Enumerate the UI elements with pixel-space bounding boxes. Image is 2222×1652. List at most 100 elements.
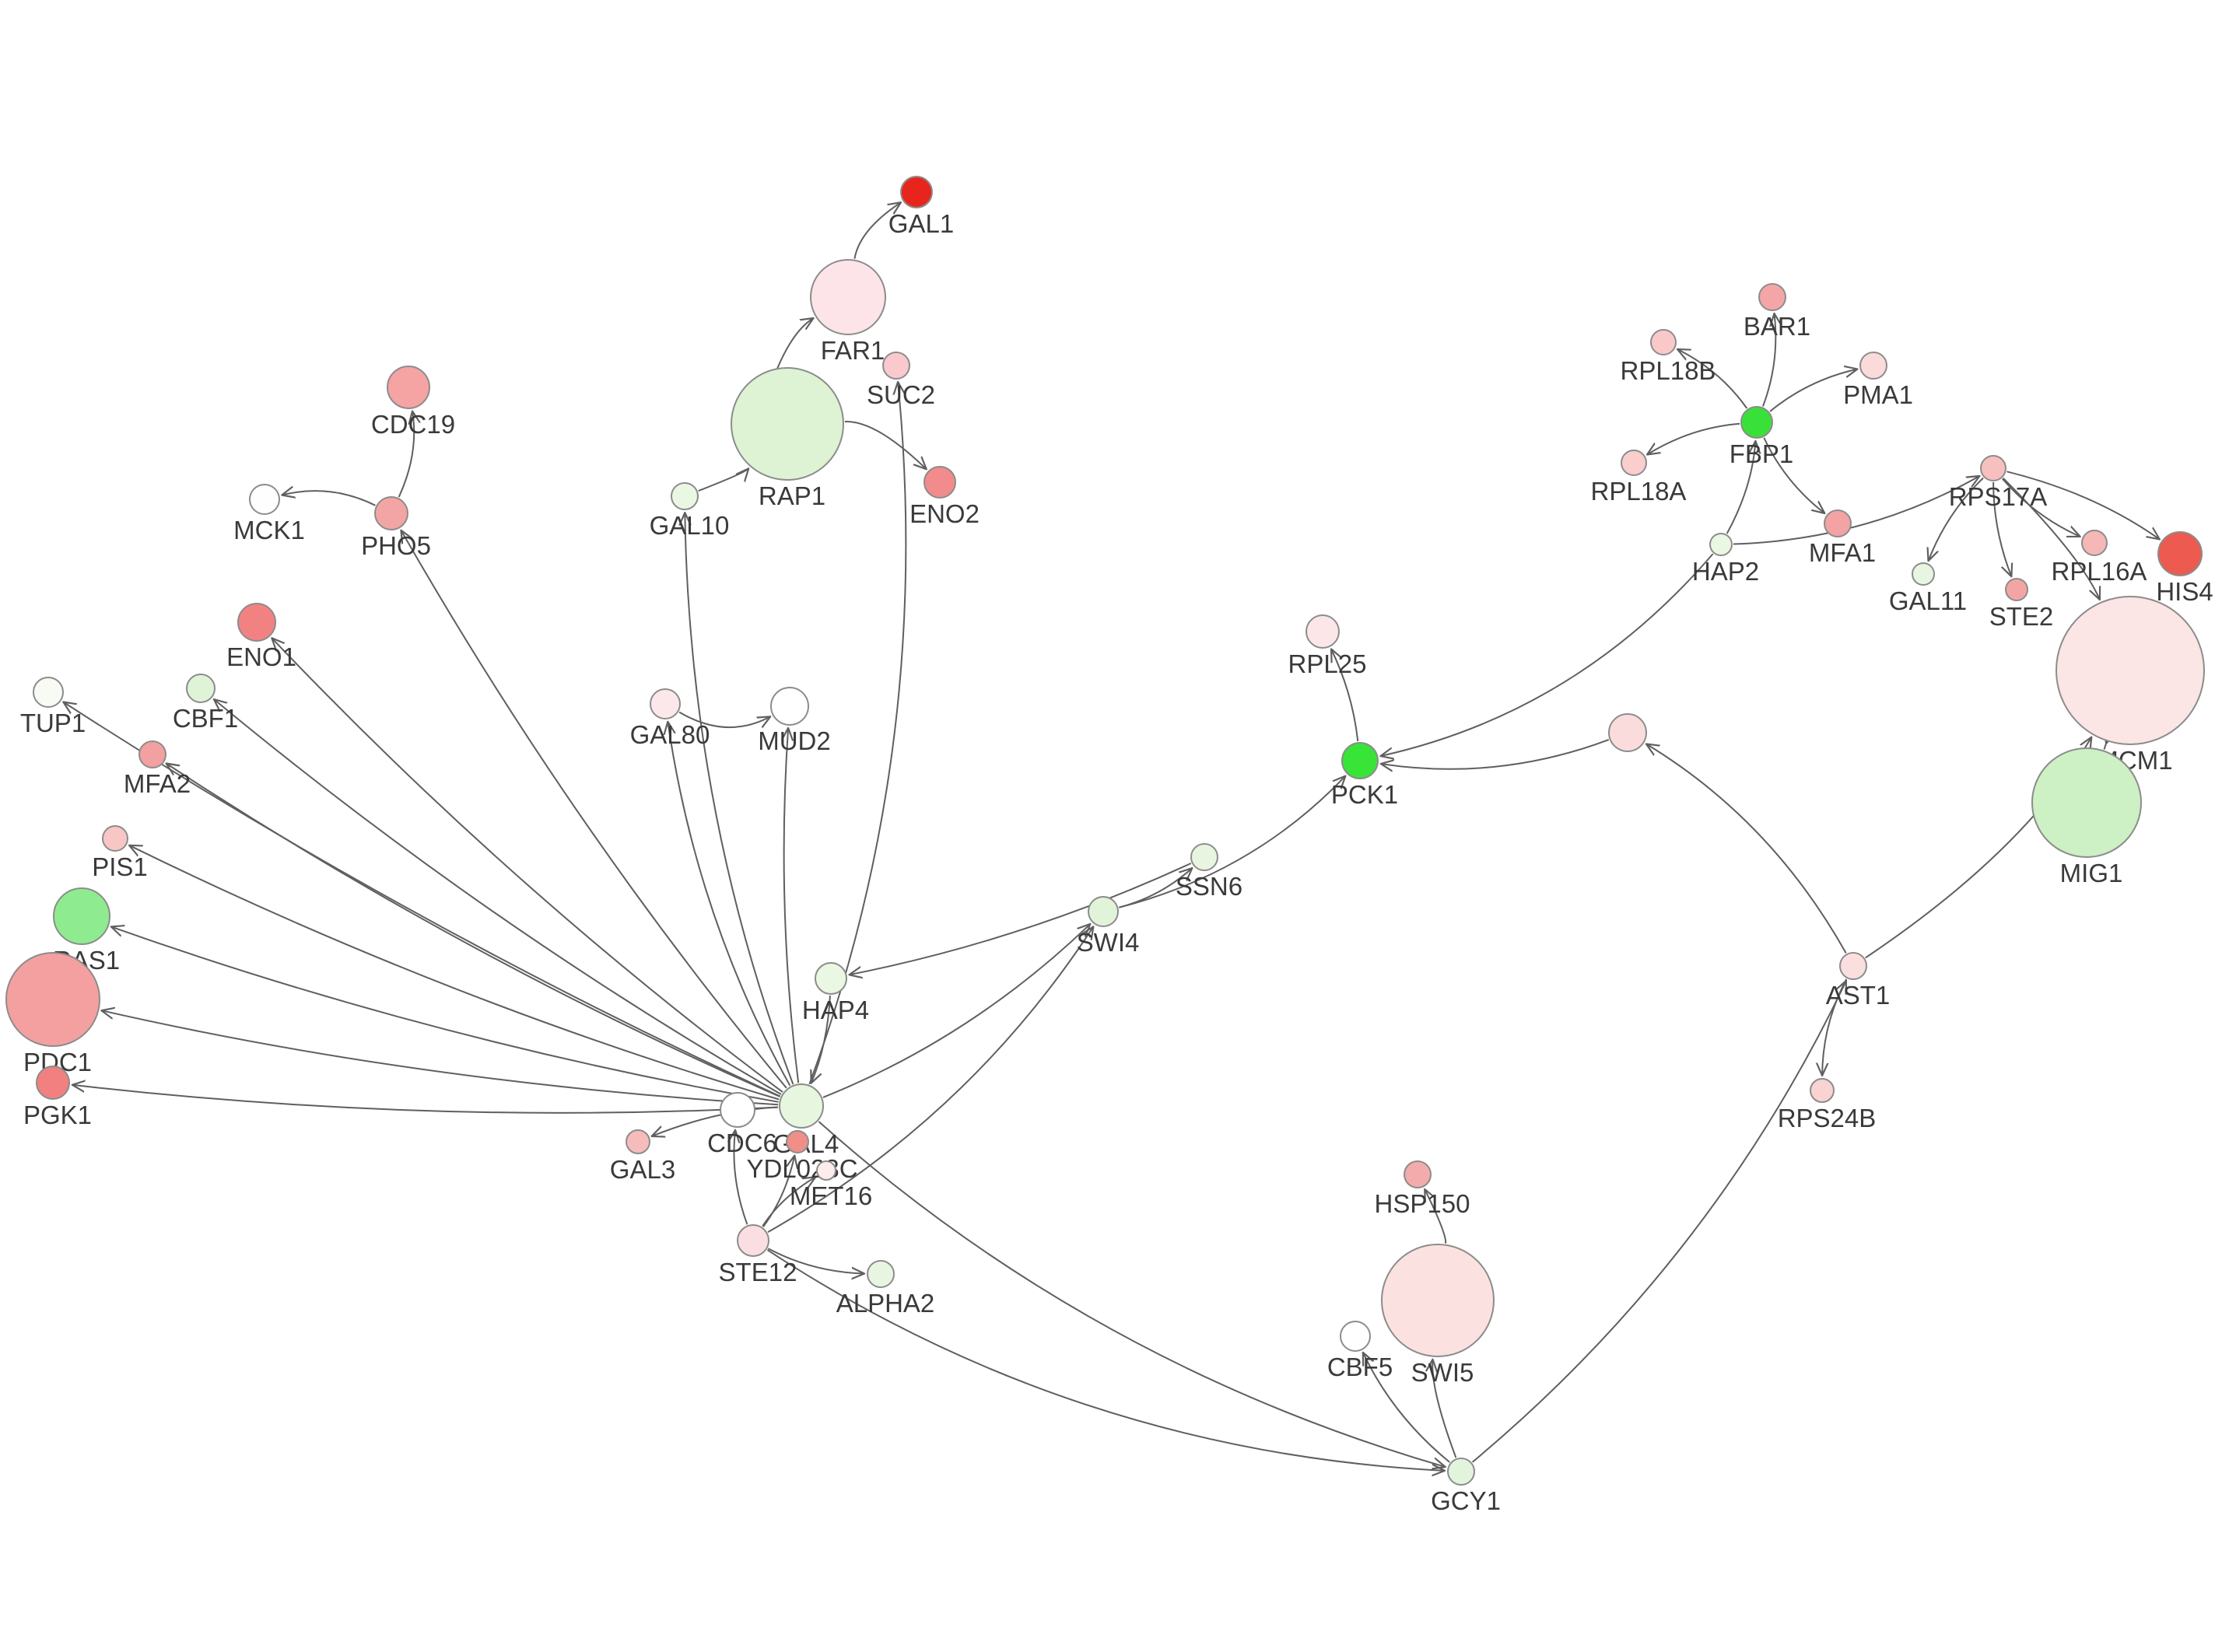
node-GAL10[interactable]: GAL10 [650,482,730,540]
node-circle-BAR1[interactable] [1758,283,1786,311]
node-circle-RAS1[interactable] [53,887,110,945]
node-circle-STE2[interactable] [2005,578,2028,601]
node-circle-SWI5[interactable] [1381,1244,1495,1357]
node-circle-FAR1[interactable] [810,259,886,335]
node-circle-SWI4[interactable] [1088,896,1119,927]
node-BAR1[interactable]: BAR1 [1744,283,1810,341]
node-circle-GAL1[interactable] [900,176,933,208]
node-MFA2[interactable]: MFA2 [124,740,191,798]
node-RPS17A[interactable]: RPS17A [1949,455,2048,511]
node-NODE_X[interactable] [1608,713,1647,752]
node-HAP2[interactable]: HAP2 [1692,533,1759,586]
node-RPL18B[interactable]: RPL18B [1621,329,1716,385]
node-MCM1[interactable]: MCM1 [2056,596,2205,775]
node-circle-CDC6[interactable] [720,1092,755,1128]
node-circle-RPS24B[interactable] [1810,1078,1835,1103]
node-MCK1[interactable]: MCK1 [233,484,305,544]
node-circle-GAL80[interactable] [650,688,681,719]
node-circle-MET16[interactable] [816,1160,836,1181]
node-MET16[interactable]: MET16 [790,1160,872,1210]
node-MFA1[interactable]: MFA1 [1809,509,1876,567]
node-ALPHA2[interactable]: ALPHA2 [836,1260,935,1318]
node-circle-RPL18A[interactable] [1621,450,1647,476]
node-circle-AST1[interactable] [1839,952,1867,980]
node-YDL023C[interactable]: YDL023C [746,1130,858,1183]
node-circle-CDC19[interactable] [387,366,430,409]
node-circle-MIG1[interactable] [2031,747,2142,858]
node-circle-RPL18B[interactable] [1650,329,1677,355]
node-PGK1[interactable]: PGK1 [23,1066,92,1129]
node-GAL3[interactable]: GAL3 [610,1129,675,1184]
node-circle-PCK1[interactable] [1341,742,1379,779]
node-PMA1[interactable]: PMA1 [1843,352,1913,409]
node-circle-CBF5[interactable] [1340,1321,1371,1352]
node-GAL1[interactable]: GAL1 [888,176,954,238]
node-MUD2[interactable]: MUD2 [758,687,831,755]
node-PHO5[interactable]: PHO5 [361,496,431,560]
node-circle-RPL25[interactable] [1306,614,1340,649]
node-PIS1[interactable]: PIS1 [92,825,148,881]
node-circle-RPS17A[interactable] [1980,455,2006,481]
node-circle-YDL023C[interactable] [786,1130,809,1153]
node-ENO1[interactable]: ENO1 [226,603,296,671]
node-FAR1[interactable]: FAR1 [810,259,886,365]
node-circle-GAL4[interactable] [779,1083,824,1129]
node-circle-ENO2[interactable] [923,466,956,499]
node-circle-MFA1[interactable] [1824,509,1852,537]
node-circle-HSP150[interactable] [1404,1160,1432,1188]
node-SWI5[interactable]: SWI5 [1381,1244,1495,1387]
node-CDC19[interactable]: CDC19 [371,366,455,439]
node-RPL16A[interactable]: RPL16A [2052,530,2147,586]
node-AST1[interactable]: AST1 [1826,952,1891,1010]
node-RPS24B[interactable]: RPS24B [1778,1078,1877,1132]
node-circle-PGK1[interactable] [36,1066,70,1100]
node-circle-HIS4[interactable] [2157,531,2203,576]
node-STE2[interactable]: STE2 [1989,578,2054,631]
node-circle-FBP1[interactable] [1740,406,1773,439]
node-circle-GAL10[interactable] [671,482,699,510]
node-circle-GAL11[interactable] [1912,562,1935,586]
node-circle-PMA1[interactable] [1859,352,1887,380]
node-PCK1[interactable]: PCK1 [1331,742,1398,809]
node-circle-MCM1[interactable] [2056,596,2205,745]
node-circle-RAP1[interactable] [731,367,844,481]
node-circle-CBF1[interactable] [186,674,216,703]
node-CBF1[interactable]: CBF1 [173,674,238,733]
node-SSN6[interactable]: SSN6 [1176,843,1242,901]
node-circle-STE12[interactable] [737,1224,769,1257]
node-GAL11[interactable]: GAL11 [1889,562,1967,615]
node-circle-HAP2[interactable] [1709,533,1733,556]
node-circle-RPL16A[interactable] [2081,530,2108,556]
node-TUP1[interactable]: TUP1 [20,677,86,737]
node-circle-MFA2[interactable] [138,740,166,768]
node-CBF5[interactable]: CBF5 [1327,1321,1393,1381]
node-HSP150[interactable]: HSP150 [1375,1160,1470,1218]
node-RAP1[interactable]: RAP1 [731,367,844,510]
node-HIS4[interactable]: HIS4 [2156,531,2213,606]
node-RPL18A[interactable]: RPL18A [1591,450,1687,506]
node-circle-GCY1[interactable] [1447,1458,1475,1486]
node-STE12[interactable]: STE12 [719,1224,797,1286]
node-circle-MUD2[interactable] [770,687,809,726]
node-GAL80[interactable]: GAL80 [630,688,710,749]
node-circle-TUP1[interactable] [33,677,64,708]
node-SUC2[interactable]: SUC2 [867,352,935,409]
node-circle-SUC2[interactable] [882,352,910,380]
node-CDC6[interactable]: CDC6 [707,1092,777,1157]
node-circle-HAP4[interactable] [815,962,847,995]
node-GCY1[interactable]: GCY1 [1431,1458,1501,1515]
node-circle-GAL3[interactable] [626,1129,650,1154]
node-circle-MCK1[interactable] [249,484,280,515]
node-circle-ENO1[interactable] [237,603,276,642]
node-circle-NODE_X[interactable] [1608,713,1647,752]
node-SWI4[interactable]: SWI4 [1077,896,1140,957]
node-PDC1[interactable]: PDC1 [5,952,100,1076]
node-ENO2[interactable]: ENO2 [909,466,980,528]
node-HAP4[interactable]: HAP4 [802,962,869,1024]
node-RPL25[interactable]: RPL25 [1288,614,1367,678]
node-circle-ALPHA2[interactable] [867,1260,895,1288]
node-circle-SSN6[interactable] [1190,843,1218,871]
node-circle-PIS1[interactable] [102,825,128,852]
node-FBP1[interactable]: FBP1 [1730,406,1794,468]
